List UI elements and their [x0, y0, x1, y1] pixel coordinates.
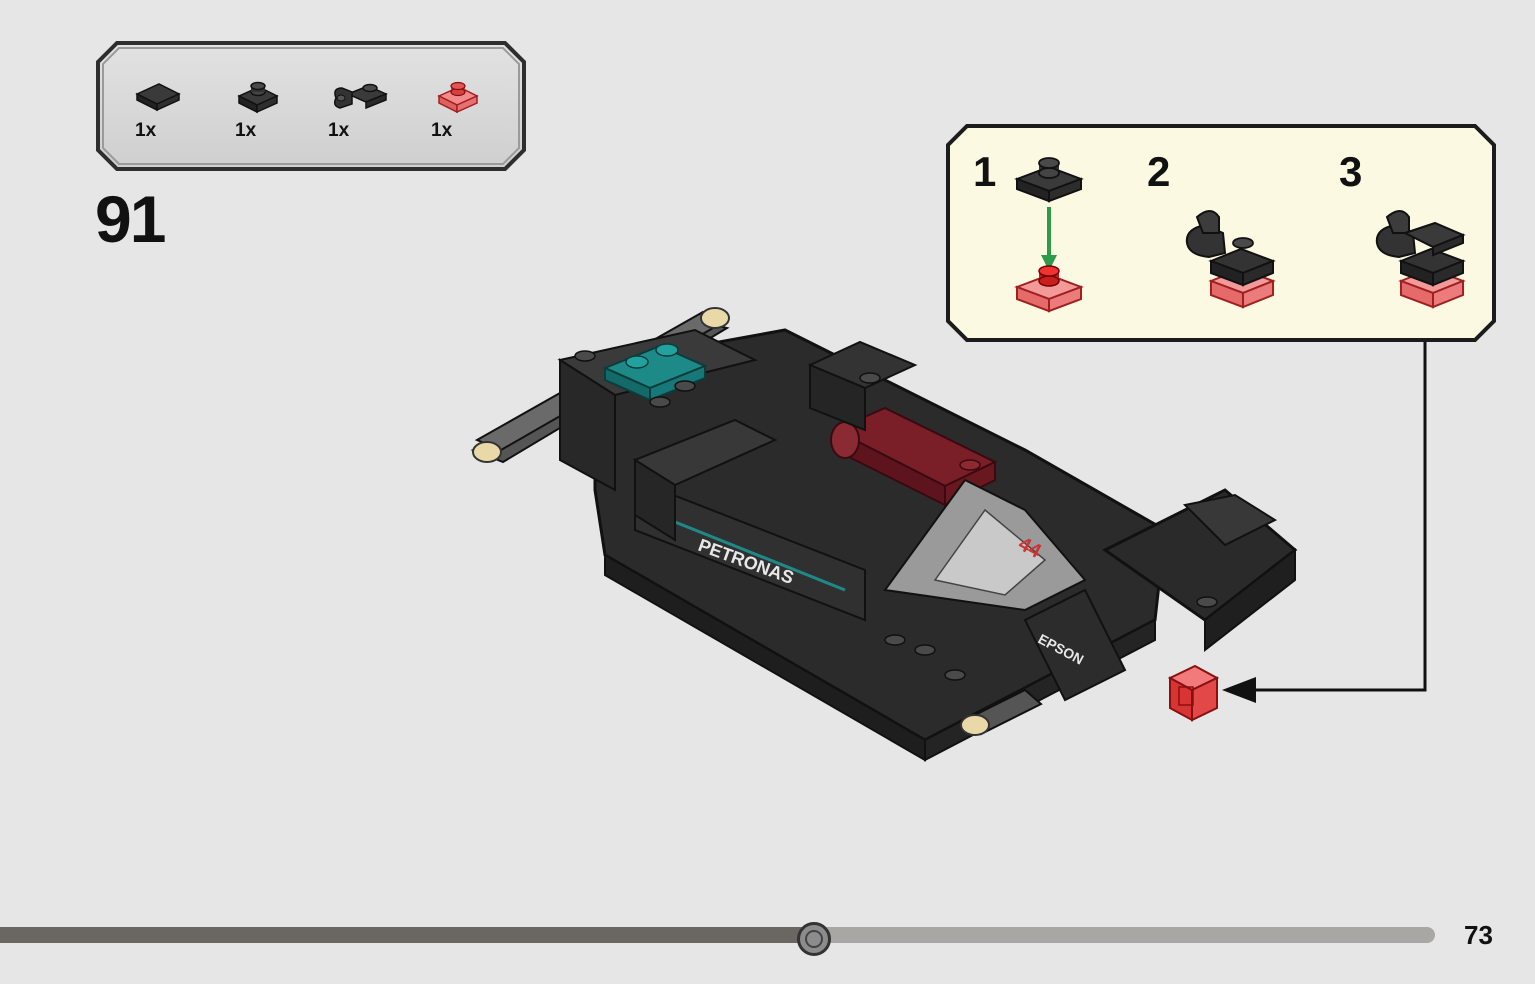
black-clip-plate-icon: [333, 83, 388, 110]
step-number: 91: [95, 182, 166, 256]
f1-car-model: PETRONAS 44 EPSON: [470, 307, 1298, 762]
progress-track: [0, 922, 1435, 956]
page-number: 73: [1464, 920, 1493, 950]
substep-3-diagram: [1375, 210, 1466, 309]
part-trans-red-plate: 1x: [425, 40, 495, 172]
progress-bar: [0, 920, 1440, 956]
black-tile-icon: [135, 83, 181, 112]
part-black-plate: 1x: [225, 40, 295, 172]
part-quantity: 1x: [235, 120, 257, 141]
part-quantity: 1x: [431, 120, 453, 141]
part-black-tile: 1x: [125, 40, 195, 172]
substep-number-1: 1: [973, 148, 997, 195]
progress-knob-icon: [797, 922, 831, 956]
sub-assembly-callout: 1 2 3: [945, 123, 1497, 343]
part-quantity: 1x: [328, 120, 350, 141]
part-quantity: 1x: [135, 120, 157, 141]
substep-number-3: 3: [1339, 148, 1363, 195]
substep-2-diagram: [1185, 210, 1276, 309]
parts-list-panel: 1x 1x 1x 1x: [95, 40, 527, 172]
trans-red-plate-icon: [437, 81, 479, 114]
part-black-clip-plate: 1x: [320, 40, 390, 172]
black-plate-icon: [237, 81, 279, 114]
parts-panel-frame: [96, 41, 526, 171]
pointer-arrow-icon: [1222, 677, 1256, 703]
substep-1-diagram: [1014, 157, 1084, 313]
substep-number-2: 2: [1147, 148, 1171, 195]
progress-fill: [0, 927, 814, 943]
